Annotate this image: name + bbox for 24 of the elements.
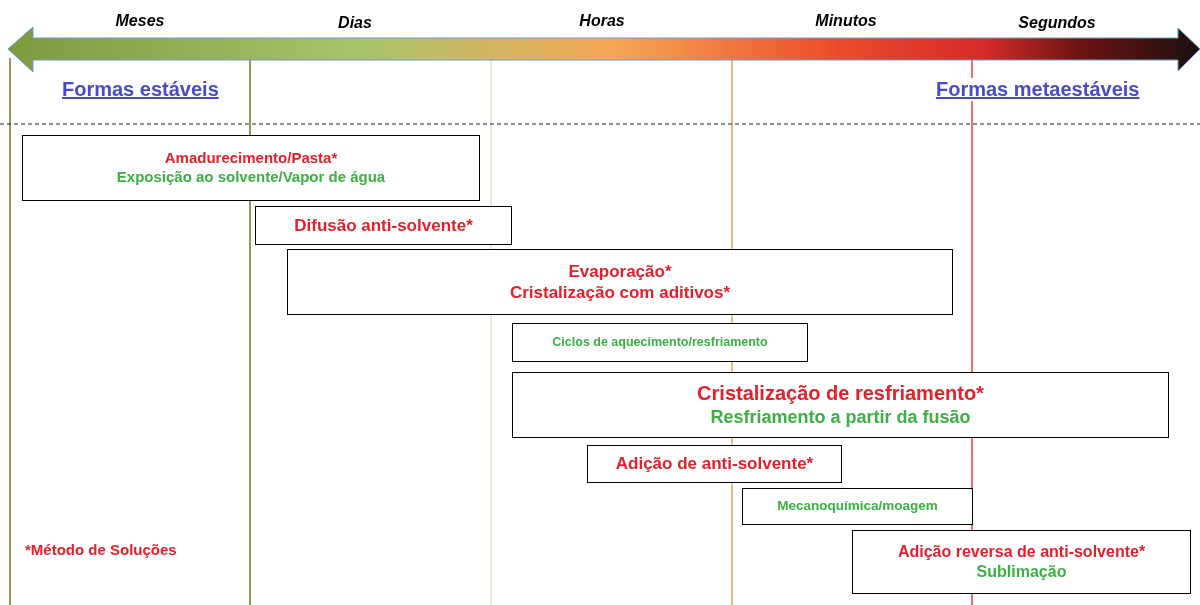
method-box bbox=[512, 372, 1169, 438]
footnote: *Método de Soluções bbox=[25, 541, 177, 558]
method-box bbox=[742, 488, 973, 525]
method-box bbox=[255, 206, 512, 245]
timescale-label: Segundos bbox=[1018, 14, 1096, 32]
method-box bbox=[852, 530, 1191, 594]
method-text: Adição reversa de anti-solvente* bbox=[897, 542, 1146, 562]
stability-label: Formas estáveis bbox=[62, 78, 219, 101]
method-box bbox=[287, 249, 953, 315]
method-text: Difusão anti-solvente* bbox=[294, 214, 473, 237]
method-text: Adição de anti-solvente* bbox=[615, 453, 814, 475]
method-text: Cristalização com aditivos* bbox=[509, 282, 731, 304]
stability-label: Formas metaestáveis bbox=[936, 78, 1140, 101]
method-box bbox=[587, 445, 842, 483]
method-text: Sublimação bbox=[976, 562, 1067, 582]
method-text: Cristalização de resfriamento* bbox=[697, 381, 984, 407]
method-text: Exposição ao solvente/Vapor de água bbox=[116, 168, 386, 187]
method-box bbox=[512, 323, 808, 362]
method-text: Evaporação* bbox=[568, 260, 672, 282]
method-text: Ciclos de aquecimento/resfriamento bbox=[552, 334, 768, 351]
method-text: Mecanoquímica/moagem bbox=[777, 498, 938, 515]
method-box bbox=[22, 135, 480, 201]
method-text: Amadurecimento/Pasta* bbox=[164, 149, 338, 168]
method-text: Resfriamento a partir da fusão bbox=[710, 406, 971, 429]
